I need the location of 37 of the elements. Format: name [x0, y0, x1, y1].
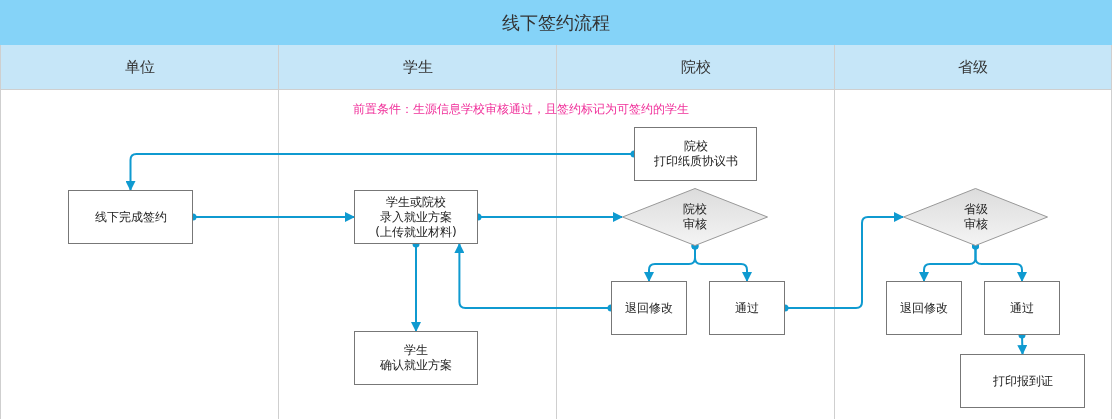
- process-box: [984, 281, 1060, 335]
- node-label: 确认就业方案: [380, 358, 452, 373]
- node-label: 学生或院校: [386, 194, 446, 210]
- lane-title: 院校: [680, 57, 711, 77]
- decision-diamond: [903, 188, 1048, 246]
- process-box: [709, 281, 785, 335]
- node-label: 院校: [683, 139, 708, 154]
- node-label: 学生: [404, 343, 428, 358]
- lane-title: 单位: [124, 57, 155, 77]
- node-label: 打印纸质协议书: [653, 154, 738, 169]
- process-box: [634, 127, 757, 181]
- process-box: [354, 190, 478, 244]
- node-label: 退回修改: [900, 300, 948, 316]
- node-label: 录入就业方案(上传就业材料): [374, 209, 458, 240]
- process-box: [611, 281, 687, 335]
- node-label: 审核: [963, 217, 988, 232]
- precondition-note: 前置条件：生源信息学校审核通过，且签约标记为可签约的学生: [353, 101, 689, 118]
- process-box: [886, 281, 962, 335]
- decision-diamond: [622, 188, 768, 246]
- flow-arrow: [691, 242, 752, 282]
- node-label: 退回修改: [625, 300, 673, 316]
- flow-arrow: [972, 242, 1027, 282]
- node-label: 打印报到证: [992, 373, 1053, 389]
- process-box: [960, 354, 1085, 408]
- lane-title: 省级: [958, 57, 988, 77]
- process-box: [68, 190, 193, 244]
- node-label: 线下完成签约: [94, 209, 167, 225]
- process-box: [354, 331, 478, 385]
- lane-title: 学生: [402, 57, 433, 77]
- swimlane: [834, 45, 1112, 419]
- node-label: 院校: [683, 202, 707, 217]
- node-label: 通过: [735, 300, 759, 316]
- diagram-title: 线下签约流程: [502, 10, 610, 35]
- swimlane: [0, 45, 279, 419]
- node-label: 审核: [683, 217, 707, 232]
- node-label: 通过: [1010, 300, 1034, 316]
- node-label: 省级: [963, 202, 988, 217]
